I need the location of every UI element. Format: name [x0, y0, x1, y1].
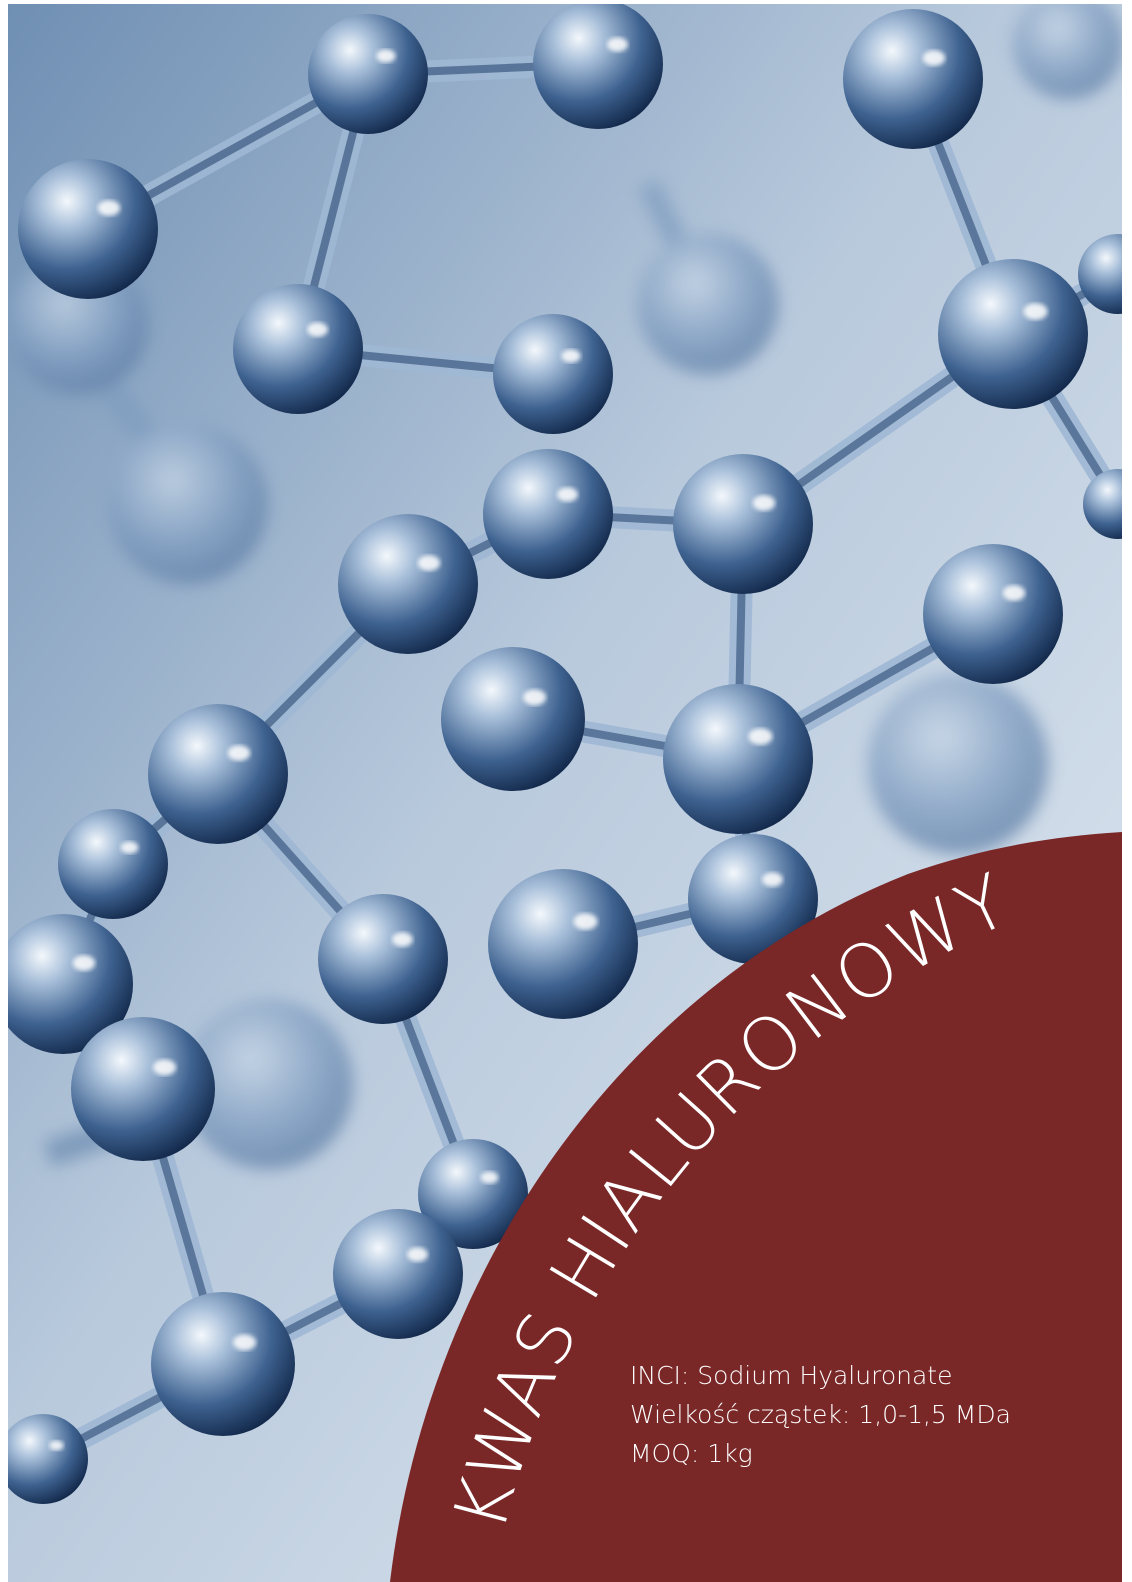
molecule-atoms	[8, 4, 1122, 1504]
molecule-atom	[441, 647, 585, 791]
atom-highlight	[922, 50, 946, 66]
molecule-atom	[663, 684, 813, 834]
molecule-atom	[148, 704, 288, 844]
molecule-atom	[151, 1292, 295, 1436]
info-inci: INCI: Sodium Hyaluronate	[630, 1361, 953, 1390]
atom-highlight	[557, 487, 578, 502]
molecule-atom	[18, 159, 158, 299]
molecule-atom	[308, 14, 428, 134]
info-particle-size: Wielkość cząstek: 1,0-1,5 MDa	[630, 1400, 1011, 1429]
molecule-atom	[533, 4, 663, 129]
atom-highlight	[376, 49, 396, 63]
atom-highlight	[407, 1247, 428, 1262]
molecule-atom	[233, 284, 363, 414]
atom-highlight	[72, 955, 96, 971]
accent-curved-panel	[390, 832, 1122, 1582]
molecule-atom	[488, 869, 638, 1019]
molecule-background-image: KWAS HIALURONOWY	[8, 4, 1122, 1582]
atom-highlight	[480, 1171, 499, 1184]
molecule-atom	[58, 809, 168, 919]
atom-highlight	[233, 1334, 257, 1351]
molecule-atom	[938, 259, 1088, 409]
atom-highlight	[392, 932, 413, 947]
atom-highlight	[153, 1059, 177, 1076]
molecule-atom	[483, 449, 613, 579]
atom-highlight	[120, 841, 139, 854]
molecule-atom	[8, 1414, 88, 1504]
atom-highlight	[607, 37, 628, 52]
molecule-atom	[333, 1209, 463, 1339]
atom-highlight	[748, 728, 773, 745]
poster: KWAS HIALURONOWY	[8, 4, 1122, 1582]
molecule-atom	[71, 1017, 215, 1161]
atom-highlight	[762, 872, 783, 887]
atom-highlight	[1023, 303, 1048, 320]
molecule-atom	[318, 894, 448, 1024]
atom-highlight	[573, 913, 598, 930]
atom-highlight	[1002, 585, 1026, 601]
atom-highlight	[752, 495, 776, 511]
molecule-atom	[338, 514, 478, 654]
atom-highlight	[97, 200, 121, 216]
product-info: INCI: Sodium Hyaluronate Wielkość cząste…	[630, 1356, 1011, 1473]
atom-highlight	[227, 745, 251, 761]
molecule-atom	[843, 9, 983, 149]
molecule-atom	[1078, 234, 1122, 314]
atom-highlight	[49, 1440, 64, 1451]
molecule-atom	[673, 454, 813, 594]
molecule-atom	[493, 314, 613, 434]
atom-highlight	[523, 689, 547, 706]
atom-highlight	[561, 349, 581, 363]
molecule-atom	[418, 1139, 528, 1249]
atom-highlight	[307, 322, 328, 337]
molecule-atom	[8, 914, 133, 1054]
molecule-atom	[688, 834, 818, 964]
molecule-atom	[1083, 469, 1122, 539]
atom-highlight	[417, 555, 441, 571]
molecule-atom	[923, 544, 1063, 684]
info-moq: MOQ: 1kg	[630, 1439, 753, 1468]
